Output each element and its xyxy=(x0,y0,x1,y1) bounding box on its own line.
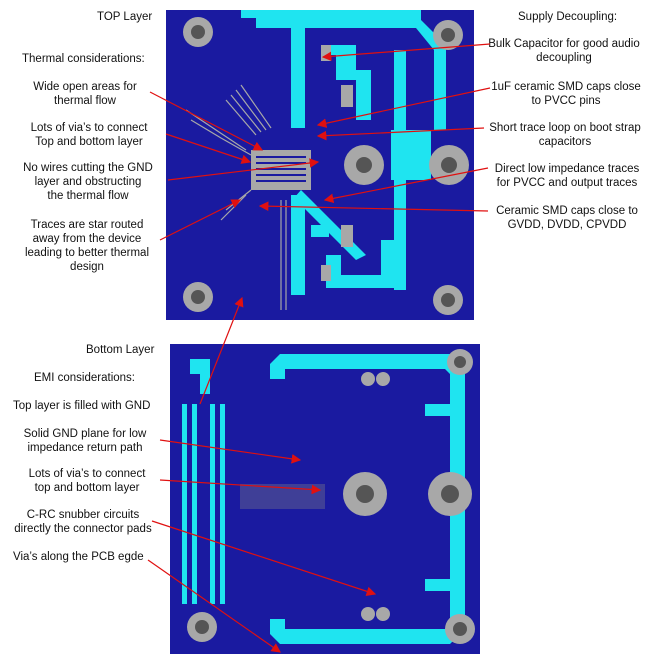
emi-section-heading: EMI considerations: xyxy=(34,372,135,384)
callout-vias-bottom: Lots of via’s to connect top and bottom … xyxy=(28,468,146,494)
callout-solid-gnd-plane: Solid GND plane for low impedance return… xyxy=(23,428,147,454)
thermal-section-heading: Thermal considerations: xyxy=(22,53,145,65)
callout-lots-of-vias-top: Lots of via’s to connect Top and bottom … xyxy=(30,122,148,148)
bottom-layer-pcb xyxy=(170,344,480,654)
callout-ceramic-pvcc: 1uF ceramic SMD caps close to PVCC pins xyxy=(491,81,641,107)
top-layer-pcb xyxy=(166,10,474,320)
bottom-layer-title: Bottom Layer xyxy=(86,344,155,356)
callout-wide-open-areas: Wide open areas for thermal flow xyxy=(33,81,137,107)
callout-star-routed: Traces are star routed away from the dev… xyxy=(24,219,150,273)
callout-crc-snubber: C-RC snubber circuits directly the conne… xyxy=(14,509,152,535)
callout-top-filled-gnd: Top layer is filled with GND xyxy=(13,400,151,412)
supply-section-heading: Supply Decoupling: xyxy=(518,11,618,23)
callout-bootstrap: Short trace loop on boot strap capacitor… xyxy=(489,122,641,148)
callout-vias-edge: Via’s along the PCB egde xyxy=(13,551,144,563)
top-layer-title: TOP Layer xyxy=(97,11,153,23)
callout-direct-traces: Direct low impedance traces for PVCC and… xyxy=(494,163,640,189)
callout-bulk-capacitor: Bulk Capacitor for good audio decoupling xyxy=(488,38,640,64)
callout-no-wires-gnd: No wires cutting the GND layer and obstr… xyxy=(23,162,153,202)
callout-ceramic-gvdd: Ceramic SMD caps close to GVDD, DVDD, CP… xyxy=(496,205,638,231)
